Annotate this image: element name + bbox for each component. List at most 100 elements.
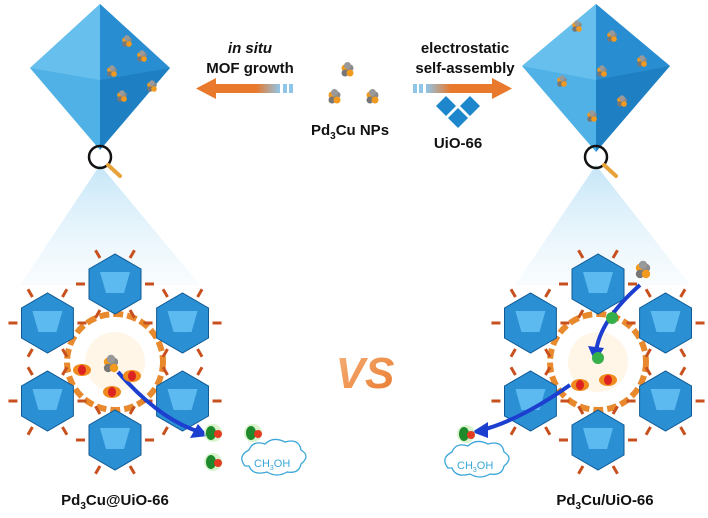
pd3cu-nanoparticle (117, 90, 127, 102)
atom (639, 55, 645, 61)
linker (544, 288, 552, 298)
co-molecule (204, 424, 222, 442)
linker (26, 426, 34, 436)
product-diffusion-arrow-right (481, 383, 572, 432)
pd3cu-nanoparticle (637, 55, 647, 67)
atom (139, 50, 145, 56)
mof-frameworks (8, 249, 705, 475)
mof-framework (8, 249, 222, 475)
pd3cu-nanoparticle (597, 65, 607, 77)
linker (61, 348, 69, 358)
polyhedron-face (650, 311, 681, 332)
arrowhead-right-out (472, 422, 488, 438)
linker (611, 405, 619, 415)
zoom-cone-left (20, 165, 200, 285)
versus-text: VS (336, 349, 395, 398)
linker (679, 366, 687, 376)
co-molecule (457, 425, 475, 443)
linker (196, 348, 204, 358)
linker (509, 348, 517, 358)
atom (576, 26, 582, 32)
electrostatic-label: electrostatic (420, 40, 510, 57)
linker (509, 426, 517, 436)
linker (644, 426, 652, 436)
linker (679, 426, 687, 436)
atom (119, 90, 125, 96)
linker (94, 249, 102, 259)
polyhedron-face (32, 389, 63, 410)
polyhedron-face (515, 311, 546, 332)
linker (61, 288, 69, 298)
atom (328, 96, 336, 104)
arrowhead-left (190, 424, 208, 438)
atom (589, 110, 595, 116)
mof-growth-label: MOF growth (206, 60, 294, 77)
left-catalyst-label: Pd3Cu@UiO-66 (61, 492, 169, 512)
carbon-atom (459, 427, 469, 441)
atom (572, 26, 578, 32)
atom (617, 101, 623, 107)
atom (557, 81, 563, 87)
pd3cu-nanoparticle (107, 65, 117, 77)
atom (638, 260, 648, 270)
atom (124, 35, 130, 41)
atom (611, 36, 617, 42)
uio66-octahedron-right (522, 4, 670, 152)
atom (151, 86, 157, 92)
atom (106, 354, 116, 364)
zoom-cone-right (515, 165, 690, 285)
pd3cu-nanoparticle (147, 80, 157, 92)
atom (559, 75, 565, 81)
linker (196, 288, 204, 298)
atom (333, 96, 341, 104)
versus-mark: VS (336, 349, 395, 398)
uio66-crystals-icon (436, 96, 480, 128)
uio66-octahedron-left (30, 4, 170, 150)
product-diffusion-arrow-left (116, 370, 201, 434)
linker (128, 249, 136, 259)
linker (644, 348, 652, 358)
linker (161, 426, 169, 436)
atom (331, 89, 338, 96)
atom (126, 41, 132, 47)
linker (544, 348, 552, 358)
linker (644, 288, 652, 298)
linker (161, 288, 169, 298)
linker (644, 366, 652, 376)
linker (61, 366, 69, 376)
linker (509, 288, 517, 298)
linker (611, 249, 619, 259)
linker (509, 366, 517, 376)
co-molecule (244, 424, 262, 442)
atom (107, 71, 113, 77)
atom (587, 116, 593, 122)
pd3cu-nps-label: Pd3Cu NPs (310, 122, 390, 142)
linker (128, 309, 136, 319)
pd3cu-nanoparticle (328, 89, 341, 104)
adsorbate (576, 380, 584, 390)
polyhedron-face (650, 389, 681, 410)
linker (544, 366, 552, 376)
pd3cu-nanoparticle (137, 50, 147, 62)
linker (577, 465, 585, 475)
self-assembly-label: self-assembly (415, 60, 515, 77)
atom (641, 61, 647, 67)
carbon-atom (206, 426, 216, 440)
pd3cu-nanoparticle (341, 62, 354, 77)
pd3cu-nanoparticle (587, 110, 597, 122)
in-situ-label: in situ (227, 40, 273, 57)
carbon-atom (246, 426, 256, 440)
arrow-electrostatic-assembly (413, 78, 512, 99)
polyhedron-face (583, 428, 613, 449)
oxygen-atom (254, 430, 262, 438)
linker (161, 366, 169, 376)
atom (111, 71, 117, 77)
atom (141, 56, 147, 62)
nanoparticles-on-octahedra (107, 20, 647, 122)
linker (577, 249, 585, 259)
linker (577, 309, 585, 319)
atom (122, 41, 128, 47)
linker (61, 426, 69, 436)
linker (128, 405, 136, 415)
atom (103, 363, 113, 373)
